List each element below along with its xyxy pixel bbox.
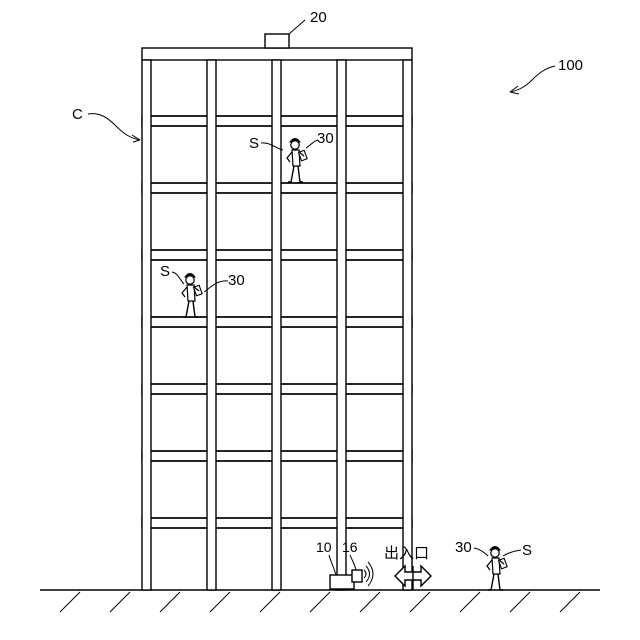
label-antenna: 16 — [342, 539, 358, 555]
label-column: C — [72, 106, 83, 123]
worker-figure-icon — [287, 139, 307, 183]
column-5 — [403, 60, 412, 590]
ground — [40, 590, 600, 612]
worker-top — [287, 139, 307, 183]
label-device-top: 30 — [317, 130, 334, 147]
wireless-signal-icon — [364, 562, 373, 586]
worker-ground — [487, 547, 507, 591]
label-worker-top: S — [249, 135, 259, 152]
worker-figure-icon — [487, 547, 507, 591]
label-device-ground: 30 — [455, 539, 472, 556]
label-device-mid: 30 — [228, 272, 245, 289]
column-2 — [207, 60, 216, 590]
roof-device: 20 — [265, 9, 327, 48]
column-3 — [272, 60, 281, 590]
label-entrance: 出入口 — [384, 544, 429, 562]
label-worker-mid: S — [160, 263, 170, 280]
column-4 — [337, 60, 346, 590]
worker-mid — [182, 274, 202, 318]
double-arrow-icon — [395, 566, 431, 590]
label-system: 100 — [558, 57, 583, 74]
column-1 — [142, 60, 151, 590]
system-callout: 100 — [510, 57, 583, 94]
worker-figure-icon — [182, 274, 202, 318]
building-frame — [142, 48, 412, 590]
label-worker-ground: S — [522, 542, 532, 559]
label-base-unit: 10 — [316, 539, 332, 555]
label-roof-device: 20 — [310, 9, 327, 26]
column-callout: C — [72, 106, 140, 142]
